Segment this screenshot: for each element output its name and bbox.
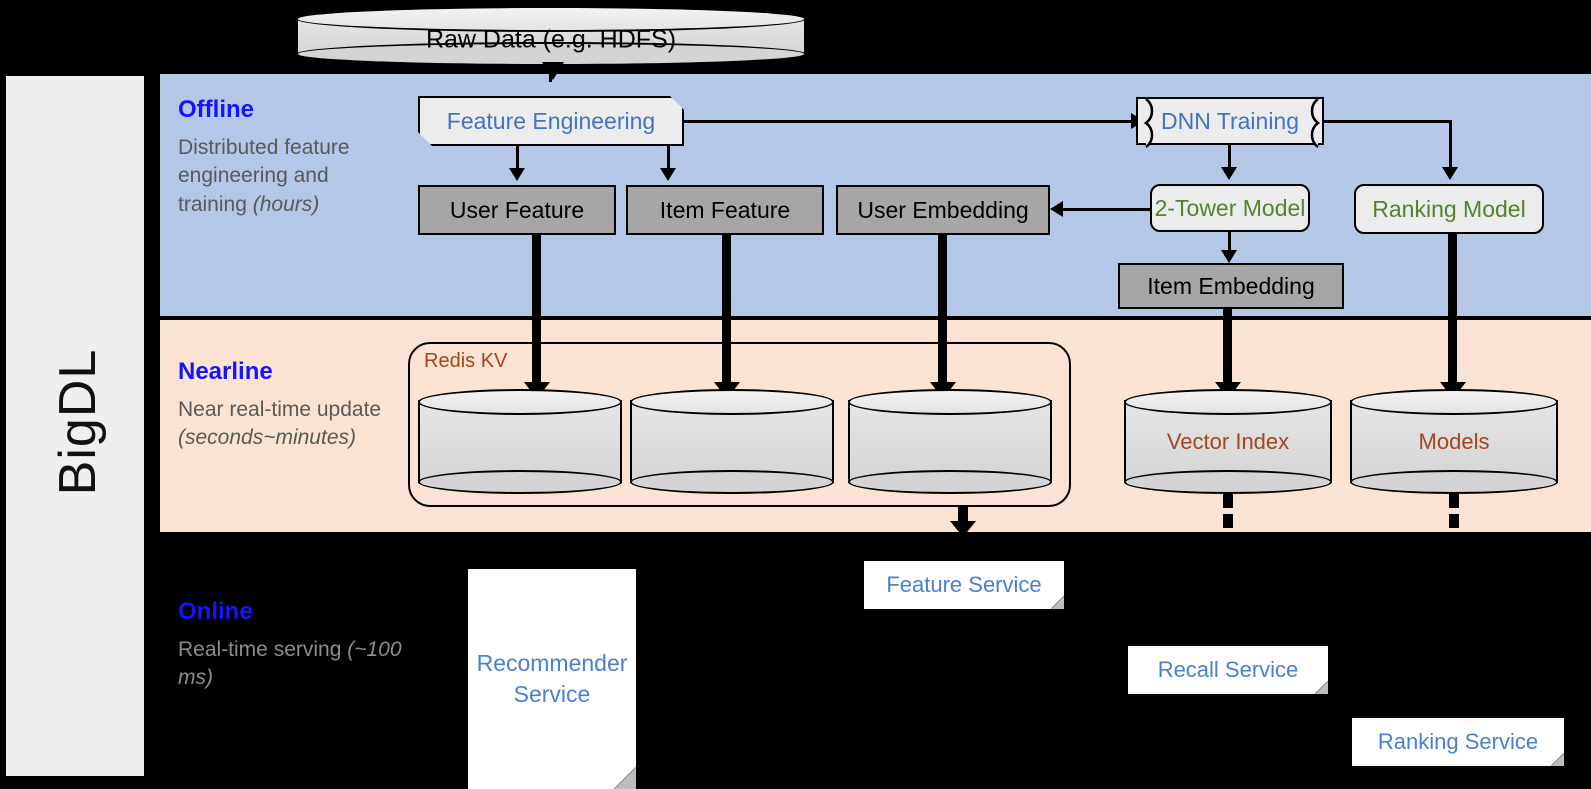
node-feature-service[interactable]: Feature Service: [864, 561, 1064, 609]
node-user-feature[interactable]: User Feature: [418, 185, 616, 235]
connector-dnn-ranking-h: [1324, 120, 1452, 123]
redis-kv-label: Redis KV: [424, 350, 508, 372]
connector-dnn-twotower: [1228, 145, 1231, 169]
page-curl-icon: [1551, 753, 1564, 766]
connector-fe-itemfeature: [667, 146, 670, 170]
pipe-userembedding-store: [938, 235, 947, 385]
pipe-rankingmodel-models: [1448, 234, 1457, 385]
models-label: Models: [1418, 428, 1490, 454]
node-recall-service[interactable]: Recall Service: [1128, 646, 1328, 694]
connector-dnn-ranking-v: [1449, 120, 1452, 170]
ranking-model-label: Ranking Model: [1372, 195, 1526, 222]
stage-desc-nearline: Near real-time update (seconds~minutes): [178, 398, 382, 450]
user-embedding-label: User Embedding: [857, 196, 1029, 223]
stage-desc-offline: Distributed feature engineering and trai…: [178, 136, 350, 216]
stage-desc-online: Real-time serving (~100 ms): [178, 638, 402, 690]
store-cylinder-item-feature[interactable]: [630, 389, 834, 494]
user-feature-label: User Feature: [449, 196, 585, 223]
cylinder-bottom: [630, 470, 834, 494]
cylinder-bottom: [848, 470, 1052, 494]
arrowhead-fe-itemfeature: [660, 168, 676, 181]
node-dnn-training[interactable]: DNN Training: [1136, 97, 1324, 148]
raw-data-cylinder: Raw Data (e.g. HDFS): [296, 6, 806, 66]
node-item-embedding[interactable]: Item Embedding: [1118, 263, 1344, 309]
cylinder-bottom: [1124, 470, 1332, 494]
dnn-training-label: DNN Training: [1160, 107, 1300, 134]
cylinder-top: [848, 389, 1052, 415]
cylinder-top: [1124, 389, 1332, 415]
arrowhead-dnn-ranking: [1442, 167, 1458, 180]
recommender-service-label: Recommender Service: [476, 649, 628, 707]
arrowhead-fe-userfeature: [509, 168, 525, 181]
store-cylinder-vector-index[interactable]: Vector Index: [1124, 389, 1332, 494]
cylinder-top: [630, 389, 834, 415]
arrowhead-redis-featureservice: [950, 521, 976, 537]
stage-label-offline: Offline Distributed feature engineering …: [178, 96, 403, 219]
node-two-tower-model[interactable]: 2-Tower Model: [1150, 184, 1310, 232]
dash-vectorindex-recall-2: [1223, 514, 1233, 528]
cylinder-top: [296, 6, 806, 32]
raw-data-label: Raw Data (e.g. HDFS): [425, 25, 677, 54]
item-embedding-label: Item Embedding: [1147, 272, 1315, 299]
stage-label-online: Online Real-time serving (~100 ms): [178, 598, 403, 693]
pipe-itemembedding-vectorindex: [1223, 309, 1232, 385]
feature-engineering-label: Feature Engineering: [446, 107, 656, 134]
node-recommender-service[interactable]: Recommender Service: [468, 569, 636, 789]
vector-index-label: Vector Index: [1166, 428, 1290, 454]
arrowhead-twotower-itemembedding: [1221, 250, 1237, 263]
arrowhead-dnn-twotower: [1221, 167, 1237, 180]
node-user-embedding[interactable]: User Embedding: [836, 185, 1050, 235]
node-ranking-model[interactable]: Ranking Model: [1354, 184, 1544, 234]
arrowhead-twotower-userembedding: [1050, 201, 1063, 217]
stage-title-offline: Offline: [178, 96, 254, 123]
bigdl-rail: BigDL: [6, 76, 144, 776]
dash-vectorindex-recall-1: [1223, 494, 1233, 508]
connector-twotower-itemembedding: [1228, 232, 1231, 254]
stage-title-nearline: Nearline: [178, 358, 273, 385]
page-curl-icon: [1051, 596, 1064, 609]
connector-fe-dnn: [684, 120, 1141, 123]
dash-models-ranking-2: [1449, 514, 1459, 528]
page-curl-icon: [614, 767, 636, 789]
store-cylinder-models[interactable]: Models: [1350, 389, 1558, 494]
cylinder-top: [418, 389, 622, 415]
page-curl-icon: [1315, 681, 1328, 694]
cylinder-bottom: [1350, 470, 1558, 494]
ranking-service-label: Ranking Service: [1377, 729, 1539, 754]
connector-twotower-userembedding: [1060, 208, 1152, 211]
redis-kv-container: [408, 342, 1071, 507]
store-cylinder-user-feature[interactable]: [418, 389, 622, 494]
bigdl-label: BigDL: [49, 348, 107, 496]
dash-redis-featureservice-1: [958, 507, 968, 521]
dash-models-ranking-1: [1449, 494, 1459, 508]
item-feature-label: Item Feature: [659, 196, 791, 223]
node-feature-engineering[interactable]: Feature Engineering: [418, 96, 684, 146]
recall-service-label: Recall Service: [1157, 657, 1299, 682]
connector-fe-userfeature: [516, 146, 519, 170]
node-ranking-service[interactable]: Ranking Service: [1352, 718, 1564, 766]
cylinder-top: [1350, 389, 1558, 415]
pipe-itemfeature-store: [722, 235, 731, 385]
cylinder-bottom: [418, 470, 622, 494]
feature-service-label: Feature Service: [886, 572, 1042, 597]
arrowhead-rawdata-fe: [542, 62, 564, 80]
stage-label-nearline: Nearline Near real-time update (seconds~…: [178, 358, 403, 453]
store-cylinder-user-embedding[interactable]: [848, 389, 1052, 494]
node-item-feature[interactable]: Item Feature: [626, 185, 824, 235]
stage-title-online: Online: [178, 598, 253, 625]
pipe-userfeature-store: [532, 235, 541, 385]
two-tower-model-label: 2-Tower Model: [1154, 194, 1306, 221]
